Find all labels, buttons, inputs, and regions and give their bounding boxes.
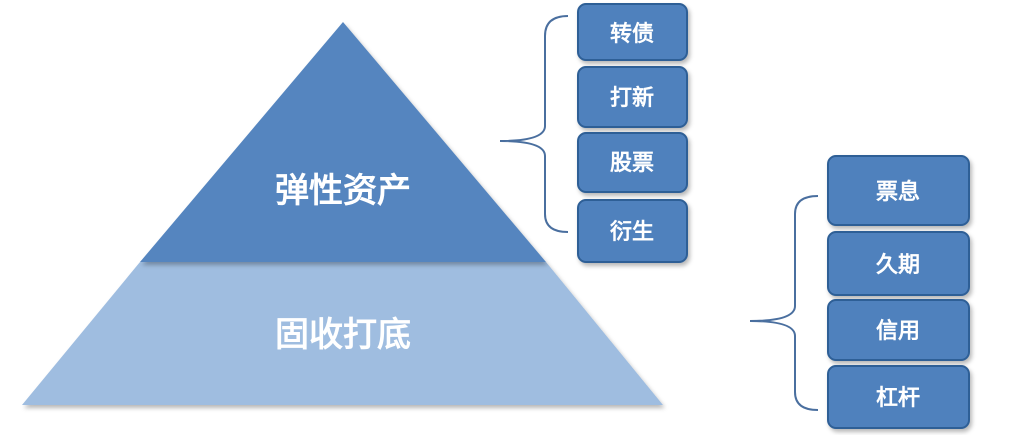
elastic-group: 转债 打新 股票 衍生 [577,3,688,263]
fixed-income-item-label: 杠杆 [876,385,920,411]
fixed-income-group-brace [749,195,819,411]
fixed-income-item: 久期 [827,231,970,296]
elastic-item-label: 衍生 [610,219,654,245]
elastic-item: 股票 [577,132,688,193]
fixed-income-item-label: 久期 [876,252,920,278]
elastic-item-label: 股票 [610,151,654,176]
elastic-item-label: 转债 [610,21,654,47]
elastic-item: 衍生 [577,199,688,263]
fixed-income-item: 杠杆 [827,365,970,429]
pyramid-bottom-tier [22,262,663,405]
fixed-income-item: 票息 [827,155,970,226]
elastic-item-label: 打新 [610,85,654,111]
pyramid-top-tier [140,22,546,262]
fixed-income-item: 信用 [827,299,970,361]
pyramid-top-label: 弹性资产 [275,171,411,211]
fixed-income-group: 票息 久期 信用 杠杆 [827,155,970,429]
elastic-item: 打新 [577,66,688,128]
fixed-income-item-label: 信用 [876,318,920,344]
pyramid-bottom-label: 固收打底 [275,315,411,355]
fixed-income-item-label: 票息 [876,179,920,205]
pyramid: 弹性资产 固收打底 [22,22,663,405]
elastic-item: 转债 [577,3,688,61]
elastic-group-brace [499,15,569,233]
